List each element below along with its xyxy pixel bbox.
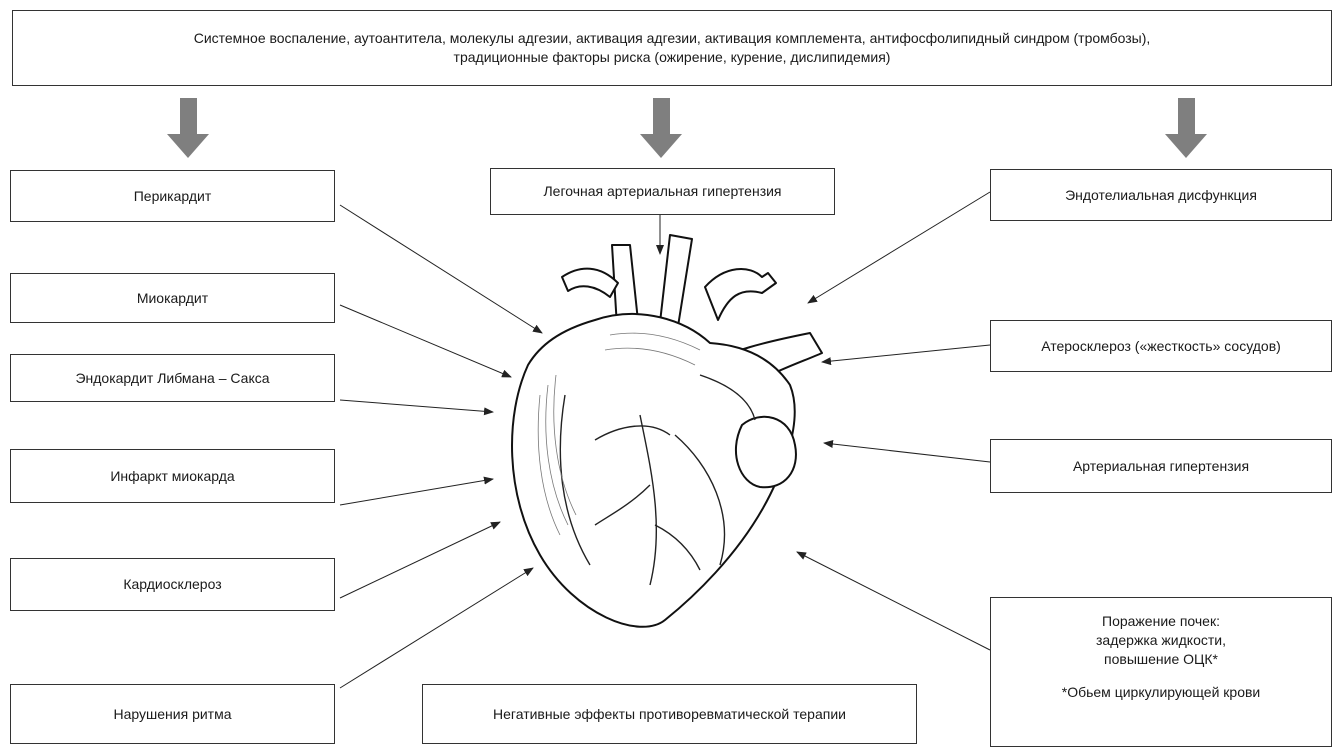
connector-endocarditis bbox=[340, 400, 493, 412]
kidney-damage-box: Поражение почек: задержка жидкости, повы… bbox=[990, 597, 1332, 747]
myocardial-infarction-box: Инфаркт миокарда bbox=[10, 449, 335, 503]
pericarditis-box: Перикардит bbox=[10, 170, 335, 222]
heart-illustration bbox=[500, 225, 830, 635]
causes-line-2: традиционные факторы риска (ожирение, ку… bbox=[454, 48, 891, 67]
connector-hypertension bbox=[824, 443, 990, 462]
connector-myocarditis bbox=[340, 305, 511, 377]
arterial-hypertension-box: Артериальная гипертензия bbox=[990, 439, 1332, 493]
causes-line-1: Системное воспаление, аутоантитела, моле… bbox=[194, 29, 1151, 48]
connector-cardiosclerosis bbox=[340, 522, 500, 598]
arrhythmia-box: Нарушения ритма bbox=[10, 684, 335, 744]
atherosclerosis-box: Атеросклероз («жесткость» сосудов) bbox=[990, 320, 1332, 372]
endocarditis-box: Эндокардит Либмана – Сакса bbox=[10, 354, 335, 402]
connector-infarction bbox=[340, 479, 493, 505]
causes-box: Системное воспаление, аутоантитела, моле… bbox=[12, 10, 1332, 86]
kidney-footnote: *Обьем циркулирующей крови bbox=[1062, 683, 1260, 702]
therapy-effects-box: Негативные эффекты противоревматической … bbox=[422, 684, 917, 744]
endothelial-dysfunction-box: Эндотелиальная дисфункция bbox=[990, 169, 1332, 221]
kidney-line-3: повышение ОЦК* bbox=[1104, 650, 1218, 669]
connector-atherosclerosis bbox=[822, 345, 990, 362]
cardiosclerosis-box: Кардиосклероз bbox=[10, 558, 335, 611]
pulmonary-hypertension-box: Легочная артериальная гипертензия bbox=[490, 168, 835, 215]
big-arrow-right bbox=[1165, 98, 1207, 158]
kidney-line-2: задержка жидкости, bbox=[1096, 631, 1226, 650]
myocarditis-box: Миокардит bbox=[10, 273, 335, 323]
big-arrow-center bbox=[640, 98, 682, 158]
kidney-line-1: Поражение почек: bbox=[1102, 612, 1220, 631]
connector-endothelial bbox=[808, 192, 990, 303]
big-arrow-left bbox=[167, 98, 209, 158]
